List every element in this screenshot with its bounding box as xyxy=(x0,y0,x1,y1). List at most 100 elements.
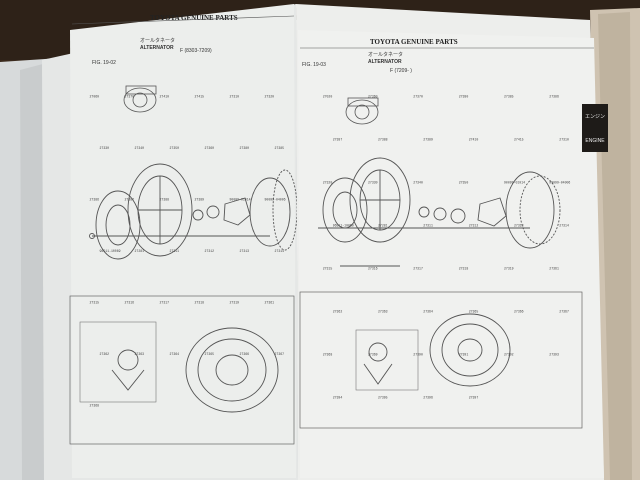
left-bottom-box xyxy=(69,295,295,445)
right-part-number-label: 27315 xyxy=(323,267,333,271)
left-part-labels: 27060 27370 27410 27415 27310 27320 27330 27340… xyxy=(90,95,286,408)
left-part-number-label: 27311 xyxy=(170,249,180,253)
right-part-number-label: 27368 xyxy=(323,353,333,357)
left-part-number-label: 27319 xyxy=(230,300,240,304)
left-part-number-label: 27387 xyxy=(125,198,135,202)
right-part-number-label: 27313 xyxy=(514,224,524,228)
right-part-number-label: 90099-01014 xyxy=(504,181,525,185)
right-title: ALTERNATOR xyxy=(368,59,402,65)
right-part-number-label: 27388 xyxy=(378,138,388,142)
right-part-number-label: 27363 xyxy=(378,310,388,314)
left-part-number-label: 27415 xyxy=(195,95,205,99)
left-part-number-label: 27362 xyxy=(100,352,110,356)
right-part-number-label: 27366 xyxy=(514,310,524,314)
right-jp-title: オールタネータ xyxy=(368,51,403,58)
right-exploded-view-drawing xyxy=(318,157,561,267)
right-part-number-label: 96511-10069 xyxy=(333,224,354,228)
left-part-number-label: 27385 xyxy=(275,146,285,150)
right-part-number-label: 27340 xyxy=(413,181,423,185)
right-part-number-label: 27386 xyxy=(549,95,559,99)
right-part-number-label: 27365 xyxy=(469,310,479,314)
right-part-number-label: 27393 xyxy=(549,353,559,357)
right-part-number-label: 27397 xyxy=(469,396,479,400)
right-part-number-label: 27312 xyxy=(469,224,479,228)
right-part-number-label: 27390 xyxy=(413,353,423,357)
right-part-labels: 27020 27360 27370 27380 27385 27386 27387 27388… xyxy=(323,95,571,400)
right-part-number-label: 27020 xyxy=(323,95,333,99)
left-part-number-label: 27314 xyxy=(275,249,285,253)
right-part-number-label: 27415 xyxy=(514,138,524,142)
right-part-number-label: 27370 xyxy=(413,95,423,99)
left-header: TOYOTA GENUINE PARTS xyxy=(150,14,238,22)
left-jp-title: オールタネータ xyxy=(140,37,175,44)
left-part-number-label: 27060 xyxy=(90,95,100,99)
right-part-number-label: 27410 xyxy=(469,138,479,142)
left-part-number-label: 27364 xyxy=(170,352,180,356)
right-part-number-label: 27395 xyxy=(378,396,388,400)
right-part-number-label: 27318 xyxy=(459,267,469,271)
left-part-number-label: 27367 xyxy=(275,352,285,356)
right-part-number-label: 27385 xyxy=(504,95,514,99)
left-part-number-label: 90099-01014 xyxy=(230,198,251,202)
right-part-number-label: 27389 xyxy=(423,138,433,142)
left-exploded-view-drawing xyxy=(89,163,298,260)
left-part-number-label: 27366 xyxy=(240,352,250,356)
right-header: TOYOTA GENUINE PARTS xyxy=(370,38,458,46)
right-part-number-label: 27310 xyxy=(559,138,569,142)
right-part-number-label: 27367 xyxy=(559,310,569,314)
right-part-number-label: 27362 xyxy=(333,310,343,314)
right-part-number-label: 27392 xyxy=(504,353,514,357)
left-part-number-label: 27350 xyxy=(170,146,180,150)
engine-tab-en: ENGINE xyxy=(585,138,605,144)
left-part-number-label: 27370 xyxy=(125,95,135,99)
left-part-number-label: 27410 xyxy=(160,95,170,99)
right-alternator-small-drawing xyxy=(345,97,379,125)
right-part-number-label: 27320 xyxy=(323,181,333,185)
right-part-number-label: 27380 xyxy=(459,95,469,99)
left-period: F (8303-7209) xyxy=(180,48,212,54)
right-part-number-label: 27314 xyxy=(559,224,569,228)
left-part-number-label: 27386 xyxy=(90,198,100,202)
right-part-number-label: 27281 xyxy=(378,224,388,228)
engine-tab-jp: エンジン xyxy=(585,114,605,120)
left-part-number-label: 27281 xyxy=(135,249,145,253)
left-part-number-label: 27389 xyxy=(195,198,205,202)
right-fig-number: FIG. 19-03 xyxy=(302,62,326,68)
left-part-number-label: 27330 xyxy=(100,146,110,150)
right-part-number-label: 27369 xyxy=(368,353,378,357)
right-part-number-label: 27387 xyxy=(333,138,343,142)
left-part-number-label: 27310 xyxy=(230,95,240,99)
right-part-number-label: 27391 xyxy=(459,353,469,357)
right-bottom-box xyxy=(299,291,583,429)
left-part-number-label: 27312 xyxy=(205,249,215,253)
right-part-number-label: 27311 xyxy=(423,224,433,228)
right-part-number-label: 90099-04006 xyxy=(549,181,570,185)
left-part-number-label: 27313 xyxy=(240,249,250,253)
left-part-number-label: 96511-10069 xyxy=(100,249,121,253)
left-part-number-label: 27340 xyxy=(135,146,145,150)
left-part-number-label: 27360 xyxy=(205,146,215,150)
left-part-number-label: 27380 xyxy=(240,146,250,150)
left-part-number-label: 27368 xyxy=(90,403,100,407)
left-part-number-label: 90099-04006 xyxy=(265,198,286,202)
engine-tab: エンジン ENGINE xyxy=(582,104,608,152)
right-part-number-label: 27316 xyxy=(368,267,378,271)
right-page: TOYOTA GENUINE PARTS オールタネータ ALTERNATOR … xyxy=(296,4,608,480)
right-part-number-label: 27360 xyxy=(368,95,378,99)
right-part-number-label: 27364 xyxy=(423,310,433,314)
left-part-number-label: 27363 xyxy=(135,352,145,356)
left-part-number-label: 27316 xyxy=(125,300,135,304)
right-part-number-label: 27361 xyxy=(549,267,559,271)
left-part-number-label: 27320 xyxy=(265,95,275,99)
right-part-number-label: 27350 xyxy=(459,181,469,185)
left-part-number-label: 27388 xyxy=(160,198,170,202)
right-period: F (7209- ) xyxy=(390,68,412,74)
right-part-number-label: 27317 xyxy=(413,267,423,271)
left-part-number-label: 27365 xyxy=(205,352,215,356)
right-part-number-label: 27330 xyxy=(368,181,378,185)
left-alternator-small-drawing xyxy=(123,85,157,113)
left-part-number-label: 27318 xyxy=(195,300,205,304)
left-part-number-label: 27317 xyxy=(160,300,170,304)
right-part-number-label: 27394 xyxy=(333,396,343,400)
